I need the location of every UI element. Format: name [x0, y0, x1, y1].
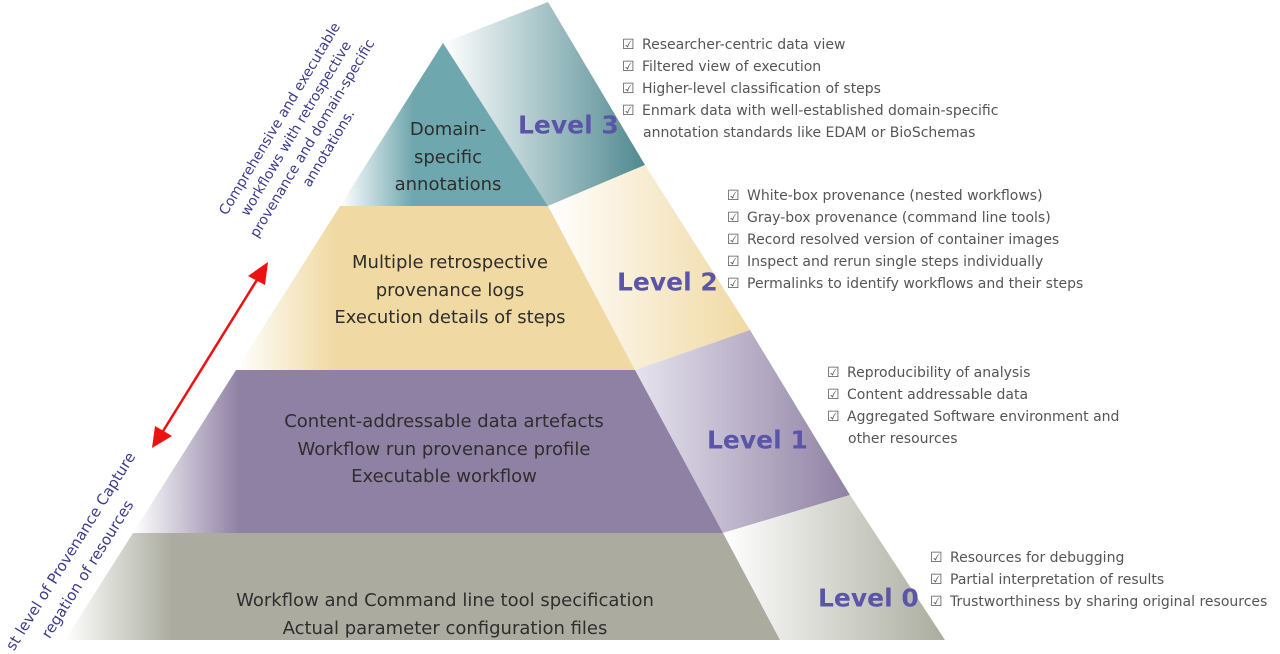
- level2-front-text: Multiple retrospective provenance logs E…: [334, 249, 565, 332]
- list-item-continuation: other resources: [848, 431, 958, 447]
- front-line: Workflow run provenance profile: [297, 438, 591, 460]
- front-line: Multiple retrospective: [352, 252, 548, 273]
- list-item: ☑ Researcher-centric data view: [622, 34, 998, 56]
- level3-label: Level 3: [518, 110, 619, 140]
- list-item: ☑ Resources for debugging: [930, 547, 1267, 569]
- item-text: Resources for debugging: [950, 550, 1125, 566]
- item-text: Record resolved version of container ima…: [747, 232, 1060, 248]
- list-item: ☑ Partial interpretation of results: [930, 569, 1267, 591]
- checkbox-icon: ☑: [930, 572, 943, 588]
- front-line: Executable workflow: [351, 466, 537, 487]
- level2-label: Level 2: [617, 267, 718, 297]
- checkbox-icon: ☑: [827, 409, 840, 425]
- level1-side-face: [635, 330, 850, 533]
- list-item: ☑ Filtered view of execution: [622, 56, 998, 78]
- item-text: Permalinks to identify workflows and the…: [747, 276, 1084, 292]
- level0-checklist: ☑ Resources for debugging ☑ Partial interp…: [930, 547, 1267, 613]
- level3-front-text: Domain- specific annotations: [395, 116, 502, 199]
- list-item: ☑ Reproducibility of analysis: [827, 362, 1119, 384]
- checkbox-icon: ☑: [727, 276, 740, 292]
- item-text: Higher-level classification of steps: [642, 81, 881, 97]
- list-item: ☑ Inspect and rerun single steps individu…: [727, 251, 1083, 273]
- pyramid: [65, 2, 945, 640]
- list-item: ☑ Gray-box provenance (command line tools…: [727, 207, 1083, 229]
- level1-checklist: ☑ Reproducibility of analysis ☑ Content ad…: [827, 362, 1119, 450]
- checkbox-icon: ☑: [827, 365, 840, 381]
- list-item: ☑ White-box provenance (nested workflows): [727, 185, 1083, 207]
- level3-front-face: [340, 43, 548, 206]
- level0-front-text: Workflow and Command line tool specifica…: [236, 587, 654, 642]
- item-text: Trustworthiness by sharing original reso…: [950, 594, 1268, 610]
- checkbox-icon: ☑: [622, 37, 635, 53]
- level3-checklist: ☑ Researcher-centric data view ☑ Filtered …: [622, 34, 998, 144]
- item-text: Gray-box provenance (command line tools): [747, 210, 1051, 226]
- level1-front-face: [133, 370, 723, 533]
- checkbox-icon: ☑: [727, 188, 740, 204]
- level0-label: Level 0: [818, 583, 919, 613]
- list-item: ☑ Enmark data with well-established domai…: [622, 100, 998, 122]
- level2-side-face: [548, 165, 750, 370]
- level1-label: Level 1: [707, 425, 808, 455]
- checkbox-icon: ☑: [930, 550, 943, 566]
- front-line: provenance logs: [375, 279, 525, 301]
- list-item-continuation: annotation standards like EDAM or BioSch…: [643, 125, 976, 141]
- front-line: Content-addressable data artefacts: [284, 411, 604, 432]
- item-text: Content addressable data: [847, 387, 1029, 403]
- front-line: specific: [413, 146, 482, 168]
- checkbox-icon: ☑: [622, 103, 635, 119]
- front-line: Domain-: [409, 119, 487, 140]
- list-item: ☑ Higher-level classification of steps: [622, 78, 998, 100]
- front-line: Workflow and Command line tool specifica…: [236, 590, 654, 611]
- item-text: White-box provenance (nested workflows): [747, 188, 1043, 204]
- item-text: Reproducibility of analysis: [847, 365, 1031, 381]
- item-text: Aggregated Software environment and: [847, 409, 1120, 425]
- list-item: ☑ Aggregated Software environment and: [827, 406, 1119, 428]
- list-item: ☑ Trustworthiness by sharing original res…: [930, 591, 1267, 613]
- front-line: Actual parameter configuration files: [282, 617, 608, 639]
- checkbox-icon: ☑: [727, 232, 740, 248]
- item-text: Filtered view of execution: [642, 59, 822, 75]
- double-arrow-icon: [152, 262, 268, 448]
- level2-checklist: ☑ White-box provenance (nested workflows)…: [727, 185, 1083, 295]
- list-item: ☑ Record resolved version of container im…: [727, 229, 1083, 251]
- front-line: Execution details of steps: [334, 307, 566, 328]
- level1-front-text: Content-addressable data artefacts Workf…: [284, 408, 604, 491]
- list-item: ☑ Content addressable data: [827, 384, 1119, 406]
- front-line: annotations: [394, 174, 502, 195]
- checkbox-icon: ☑: [930, 594, 943, 610]
- checkbox-icon: ☑: [727, 210, 740, 226]
- list-item: ☑ Permalinks to identify workflows and th…: [727, 273, 1083, 295]
- checkbox-icon: ☑: [622, 59, 635, 75]
- item-text: Researcher-centric data view: [642, 37, 846, 53]
- checkbox-icon: ☑: [622, 81, 635, 97]
- checkbox-icon: ☑: [827, 387, 840, 403]
- item-text: Inspect and rerun single steps individua…: [747, 254, 1044, 270]
- item-text: Enmark data with well-established domain…: [642, 103, 999, 119]
- level3-side-face: [443, 2, 645, 206]
- item-text: Partial interpretation of results: [950, 572, 1165, 588]
- checkbox-icon: ☑: [727, 254, 740, 270]
- level0-side-face: [723, 495, 945, 640]
- level0-front-face: [65, 533, 780, 640]
- level2-front-face: [236, 206, 635, 370]
